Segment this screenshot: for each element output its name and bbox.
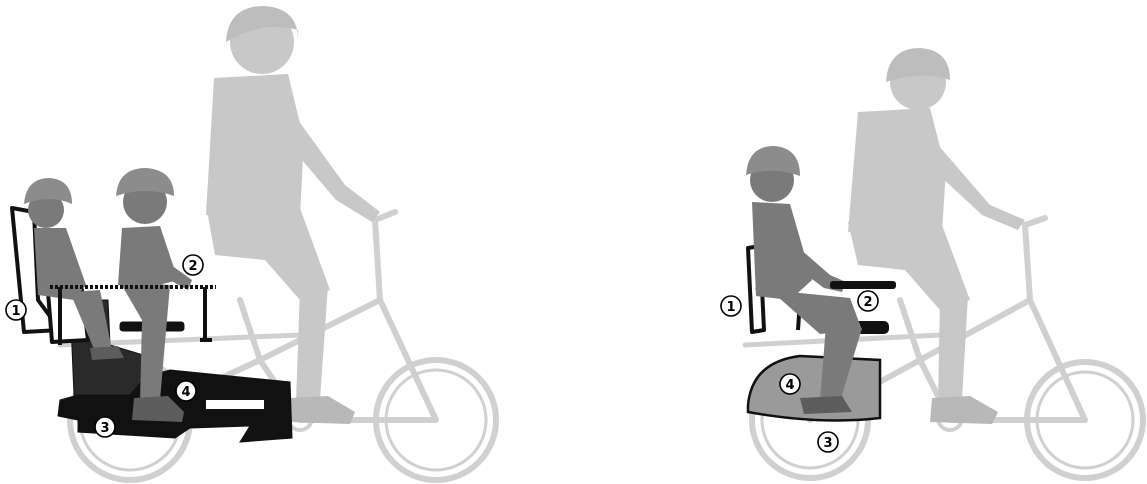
left-callout-2: 2 [183, 255, 203, 275]
right-scene: 1 2 3 4 [721, 48, 1143, 478]
right-callout-1-label: 1 [726, 300, 735, 315]
left-callout-1-label: 1 [11, 304, 20, 319]
right-adult-shoe [930, 396, 998, 424]
right-callout-3-label: 3 [823, 436, 832, 451]
right-callout-1: 1 [721, 296, 741, 316]
left-rear-child-shoe [90, 346, 124, 360]
right-callout-2: 2 [858, 291, 878, 311]
right-grab-handle [830, 281, 896, 289]
left-adult-shin [296, 285, 328, 402]
right-adult-torso [848, 108, 946, 232]
right-callout-4-label: 4 [785, 378, 794, 393]
left-callout-4: 4 [176, 381, 196, 401]
left-handlebar-stem [375, 212, 395, 300]
left-scene: 1 2 3 4 [6, 6, 496, 480]
left-adult-thigh [206, 205, 330, 300]
right-adult-shin [938, 295, 968, 402]
right-callout-4: 4 [780, 374, 800, 394]
left-rail-post [200, 287, 212, 340]
right-callout-3: 3 [818, 432, 838, 452]
left-callout-2-label: 2 [188, 259, 197, 274]
right-callout-2-label: 2 [863, 295, 872, 310]
left-adult-rider [206, 6, 380, 424]
left-footboard-slot [206, 400, 264, 409]
left-callout-3: 3 [95, 417, 115, 437]
left-callout-4-label: 4 [181, 385, 190, 400]
left-callout-1: 1 [6, 300, 26, 320]
right-grab-handle-bar [830, 281, 896, 289]
right-handlebar-stem [1025, 218, 1045, 300]
left-adult-shoe [288, 396, 355, 424]
left-callout-3-label: 3 [100, 421, 109, 436]
